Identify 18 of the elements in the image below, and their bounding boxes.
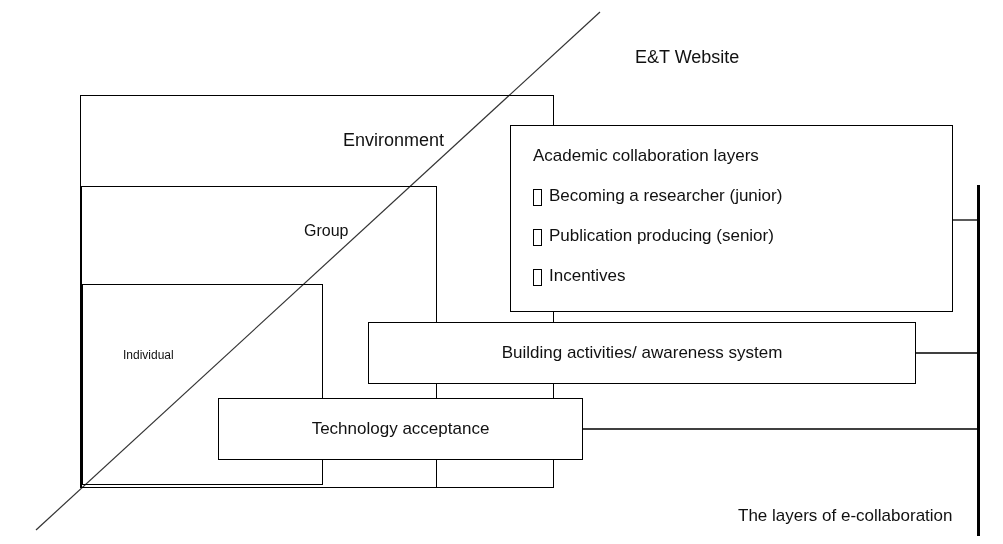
box-label: Technology acceptance [311, 419, 490, 439]
text-box [510, 125, 953, 312]
connector-line [582, 428, 978, 430]
box-label: Environment [343, 130, 445, 151]
text-box [368, 322, 916, 384]
box-label: Building activities/ awareness system [501, 343, 783, 363]
list-item: Incentives [549, 266, 626, 286]
list-item: Becoming a researcher (junior) [549, 186, 783, 206]
text-box [218, 398, 583, 460]
box-label: Individual [123, 348, 174, 362]
bracket-caption: The layers of e-collaboration [738, 506, 953, 526]
bracket-bar [977, 185, 980, 536]
site-label: E&T Website [635, 47, 740, 68]
list-item: Publication producing (senior) [549, 226, 774, 246]
box-label: Group [304, 222, 349, 240]
connector-line [952, 219, 978, 221]
box-heading: Academic collaboration layers [533, 146, 759, 166]
connector-line [915, 352, 978, 354]
